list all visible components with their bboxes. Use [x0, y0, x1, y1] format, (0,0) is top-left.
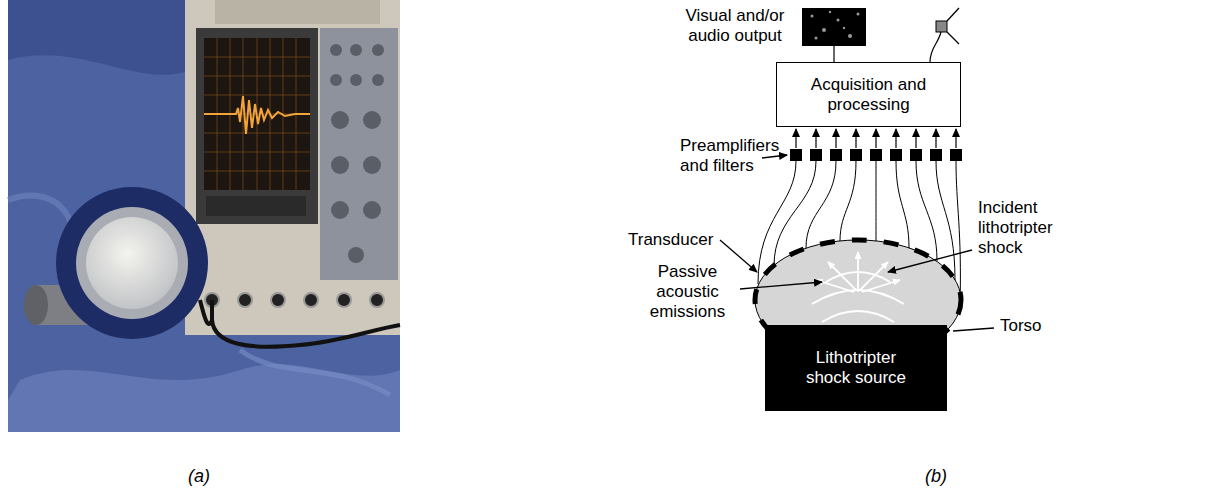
output-label: Visual and/or audio output [676, 6, 794, 46]
process-box: Acquisition and processing [776, 62, 961, 127]
transducer-label: Transducer [628, 230, 713, 250]
torso-label: Torso [1000, 316, 1042, 336]
photo [8, 0, 400, 432]
panel-caption: (a) [188, 466, 210, 486]
box-text: Acquisition and processing [799, 75, 939, 115]
panel-caption: (b) [925, 466, 947, 486]
shock-label: Incident lithotripter shock [978, 198, 1078, 258]
image-display [802, 8, 866, 46]
preamp-label: Preamplifiers and filters [680, 136, 790, 176]
speaker-symbol [936, 21, 947, 32]
box-text: Lithotripter shock source [796, 348, 916, 388]
emissions-label: Passive acoustic emissions [640, 262, 735, 322]
source-box: Lithotripter shock source [765, 325, 947, 411]
schematic [720, 8, 994, 360]
